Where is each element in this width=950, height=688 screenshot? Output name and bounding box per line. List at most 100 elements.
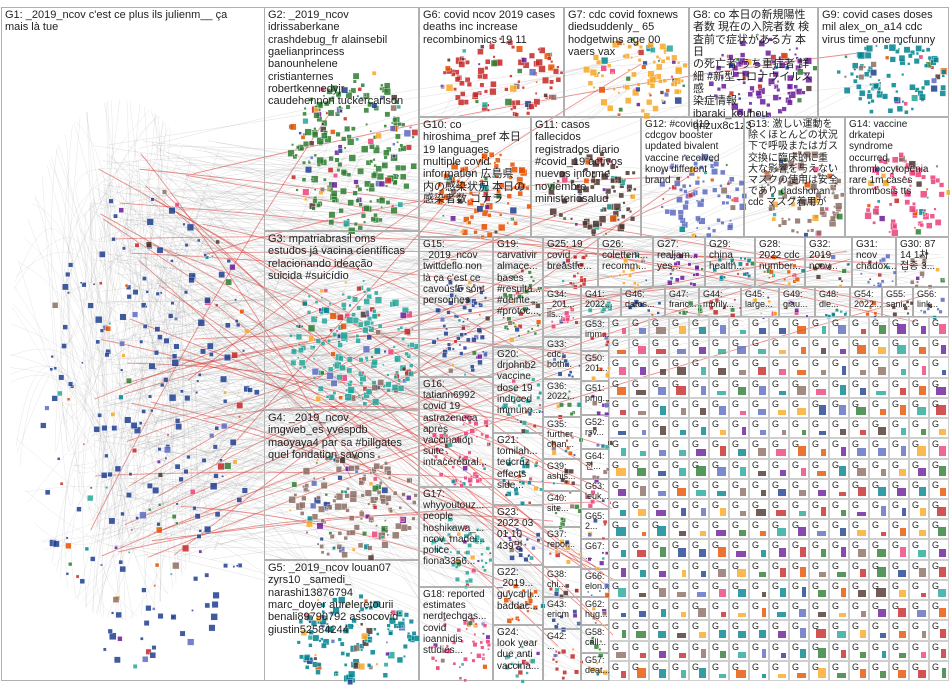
graph-node — [840, 279, 844, 283]
graph-node — [384, 461, 388, 466]
graph-node — [665, 88, 670, 93]
graph-node — [336, 168, 341, 172]
graph-node — [488, 162, 492, 166]
graph-node — [757, 471, 766, 476]
graph-node — [641, 256, 645, 261]
graph-node — [572, 274, 577, 278]
graph-node — [818, 430, 826, 436]
graph-node — [860, 387, 866, 395]
graph-node — [720, 507, 726, 517]
graph-node — [366, 627, 373, 635]
graph-node — [355, 137, 360, 142]
graph-edge — [207, 281, 573, 622]
graph-node — [565, 258, 571, 264]
small-cluster-label: G — [772, 661, 780, 672]
graph-node — [753, 297, 758, 303]
graph-node — [710, 177, 715, 182]
small-cluster: G — [829, 579, 849, 601]
graph-node — [374, 347, 381, 355]
graph-node — [456, 627, 461, 633]
graph-node — [221, 474, 224, 478]
graph-node — [223, 354, 231, 361]
graph-node — [309, 657, 313, 661]
graph-node — [721, 200, 726, 205]
graph-node — [495, 174, 499, 179]
graph-edge — [203, 405, 545, 429]
graph-node — [400, 164, 407, 171]
graph-edge — [111, 193, 592, 224]
graph-edge — [173, 167, 702, 556]
graph-edge — [44, 492, 161, 550]
graph-node — [166, 433, 170, 437]
graph-node — [338, 208, 344, 214]
graph-edge — [202, 323, 584, 341]
graph-node — [475, 435, 479, 438]
graph-node — [156, 459, 161, 464]
graph-node — [590, 184, 595, 190]
graph-node — [465, 60, 470, 65]
graph-node — [719, 429, 726, 436]
graph-node — [576, 621, 580, 625]
graph-node — [816, 531, 826, 537]
small-cluster: G — [689, 377, 709, 398]
small-cluster: G — [749, 640, 769, 661]
graph-node — [409, 363, 414, 368]
graph-node — [817, 490, 826, 496]
graph-node — [352, 317, 359, 324]
graph-node — [310, 178, 314, 181]
small-cluster: G — [909, 397, 929, 419]
graph-node — [381, 541, 389, 549]
graph-node — [375, 662, 379, 666]
graph-node — [535, 303, 541, 309]
graph-node — [528, 52, 535, 59]
graph-node — [538, 409, 542, 413]
graph-node — [859, 629, 866, 638]
small-cluster-label: G — [612, 318, 620, 328]
graph-node — [316, 598, 320, 602]
graph-node — [804, 181, 811, 189]
graph-node — [909, 84, 916, 91]
graph-edge — [156, 299, 352, 513]
graph-node — [664, 208, 671, 215]
graph-node — [661, 100, 666, 105]
graph-node — [175, 502, 179, 506]
graph-node — [511, 300, 516, 305]
graph-node — [658, 669, 666, 678]
graph-node — [592, 171, 596, 175]
small-cluster: G — [609, 478, 629, 499]
graph-node — [779, 176, 785, 182]
small-cluster: G — [689, 660, 709, 681]
cluster-nodes — [561, 253, 588, 290]
graph-node — [615, 179, 619, 183]
graph-node — [680, 79, 685, 83]
graph-node — [182, 222, 186, 226]
graph-node — [321, 610, 326, 614]
small-cluster-label: G — [792, 661, 800, 672]
graph-node — [629, 210, 632, 214]
graph-node — [696, 592, 706, 598]
graph-node — [141, 409, 146, 414]
graph-node — [901, 73, 905, 77]
small-cluster: G — [769, 519, 789, 540]
small-cluster-label: G — [672, 621, 680, 632]
graph-node — [568, 390, 571, 393]
small-cluster: G — [889, 499, 909, 520]
graph-node — [577, 508, 583, 514]
graph-edge — [125, 256, 890, 393]
cluster-g21: G21: tomilah... tedcruz effects side... — [493, 433, 544, 506]
small-cluster: G — [669, 357, 689, 378]
small-cluster: G — [849, 458, 869, 479]
graph-node — [105, 485, 109, 490]
graph-node — [938, 588, 946, 598]
graph-node — [371, 313, 378, 320]
graph-node — [391, 384, 399, 392]
small-cluster: G — [809, 478, 829, 499]
graph-node — [403, 612, 409, 618]
small-cluster-label: G — [732, 500, 740, 510]
small-cluster: G — [749, 357, 769, 378]
graph-edge — [114, 478, 448, 524]
graph-node — [772, 71, 779, 78]
graph-node — [601, 57, 609, 65]
graph-node — [930, 85, 938, 93]
graph-node — [204, 525, 212, 533]
